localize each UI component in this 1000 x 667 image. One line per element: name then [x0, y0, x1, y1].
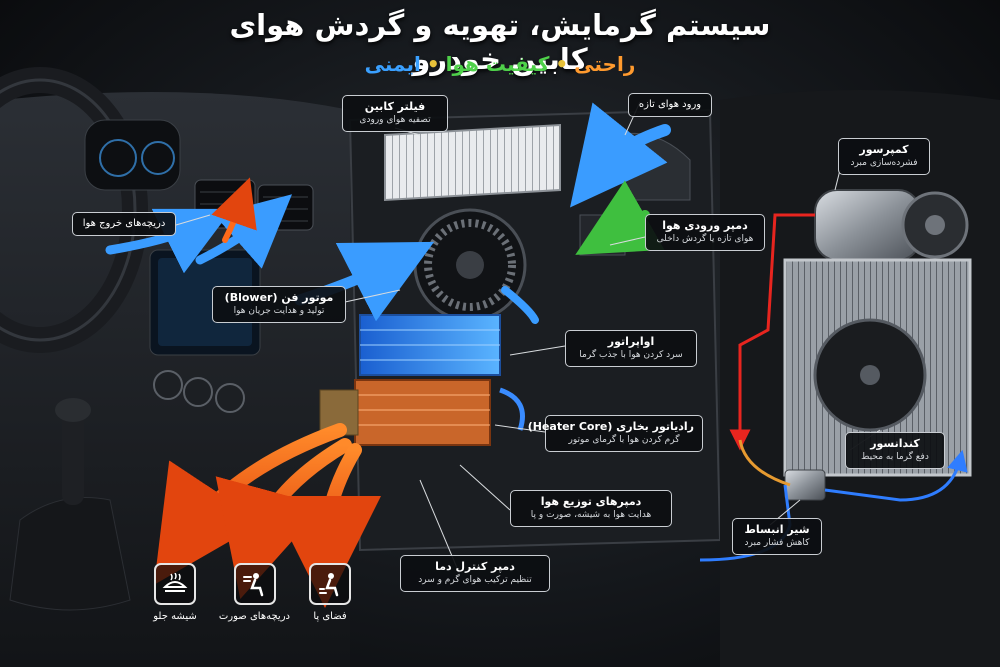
hot-arrow-feet: [269, 443, 382, 608]
subtitle-safety: ایمنی: [364, 52, 421, 76]
windshield-defrost-icon: [154, 563, 196, 605]
evaporator-core: [359, 314, 501, 376]
label-fresh-air: ورود هوای تازه: [628, 93, 712, 117]
label-blower-title: موتور فن (Blower): [224, 291, 334, 304]
instrument-cluster: [84, 119, 181, 191]
label-condenser-sub: دفع گرما به محیط: [861, 452, 929, 462]
refrigerant-hot-line: [729, 213, 815, 451]
label-vents-title: دریچه‌های خروج هوا: [82, 218, 166, 229]
label-distribution-dampers: دمپرهای توزیع هوا هدایت هوا به شیشه، صور…: [510, 490, 672, 527]
blower-fan: [413, 208, 527, 322]
outlet-windshield-label: شیشه جلو: [153, 611, 197, 622]
label-cabin-filter-title: فیلتر کابین: [364, 100, 426, 113]
label-intake-damper-sub: هوای تازه یا گردش داخلی: [656, 234, 754, 244]
label-expansion-valve-sub: کاهش فشار مبرد: [744, 538, 810, 548]
label-cabin-filter-sub: تصفیه هوای ورودی: [359, 115, 431, 125]
label-intake-damper-title: دمپر ورودی هوا: [662, 219, 748, 232]
vent-arrow-mid: [195, 194, 293, 269]
fresh-air-arrow: [569, 102, 671, 208]
face-vent-icon: [234, 563, 276, 605]
label-blower: موتور فن (Blower) تولید و هدایت جریان هو…: [212, 286, 346, 323]
label-condenser-title: کندانسور: [870, 437, 920, 450]
vent-arrow-left: [105, 208, 233, 274]
label-blower-sub: تولید و هدایت جریان هوا: [233, 306, 325, 316]
refrigerant-cold-line: [824, 449, 968, 502]
label-compressor: کمپرسور فشرده‌سازی مبرد: [838, 138, 930, 175]
feet-vent-icon: [309, 563, 351, 605]
label-temp-damper-sub: تنظیم ترکیب هوای گرم و سرد: [418, 575, 532, 585]
label-vents: دریچه‌های خروج هوا: [72, 212, 176, 236]
page-title: سیستم گرمایش، تهویه و گردش هوای کابین خو…: [229, 8, 771, 76]
evaporator-pipe: [499, 387, 525, 431]
label-intake-damper: دمپر ورودی هوا هوای تازه یا گردش داخلی: [645, 214, 765, 251]
label-fresh-air-title: ورود هوای تازه: [638, 99, 702, 110]
subtitle-separator: •: [426, 52, 440, 76]
subtitle-comfort: راحتی: [574, 52, 636, 76]
vent-arrow-hot: [211, 177, 257, 243]
label-heater-core-title: رادیاتور بخاری (Heater Core): [527, 420, 694, 433]
hot-arrow-face: [215, 438, 352, 600]
label-expansion-valve-title: شیر انبساط: [744, 523, 810, 536]
evaporator-arrow: [501, 286, 539, 324]
heater-core: [319, 379, 491, 446]
page-subtitle: راحتی•کیفیت هوا•ایمنی: [300, 52, 700, 76]
label-distribution-dampers-title: دمپرهای توزیع هوا: [540, 495, 642, 508]
label-temp-damper: دمپر کنترل دما تنظیم ترکیب هوای گرم و سر…: [400, 555, 550, 592]
expansion-valve: [784, 469, 826, 501]
label-expansion-valve: شیر انبساط کاهش فشار مبرد: [732, 518, 822, 555]
label-compressor-title: کمپرسور: [859, 143, 909, 156]
steering-wheel: [0, 67, 148, 353]
compressor: [814, 189, 969, 261]
outlet-face: دریچه‌های صورت: [218, 563, 290, 622]
climate-knobs: [153, 370, 245, 413]
label-compressor-sub: فشرده‌سازی مبرد: [850, 158, 918, 168]
subtitle-air-quality: کیفیت هوا: [445, 52, 550, 76]
label-condenser: کندانسور دفع گرما به محیط: [845, 432, 945, 469]
label-evaporator: اواپراتور سرد کردن هوا با جذب گرما: [565, 330, 697, 367]
gear-shifter: [9, 398, 131, 611]
outlet-windshield: شیشه جلو: [140, 563, 210, 622]
outlet-face-label: دریچه‌های صورت: [218, 611, 290, 622]
label-distribution-dampers-sub: هدایت هوا به شیشه، صورت و پا: [530, 510, 652, 520]
label-heater-core: رادیاتور بخاری (Heater Core) گرم کردن هو…: [527, 415, 703, 452]
recirculation-arrow: [575, 180, 665, 255]
outlet-feet: فضای پا: [295, 563, 365, 622]
subtitle-separator: •: [555, 52, 569, 76]
label-evaporator-sub: سرد کردن هوا با جذب گرما: [579, 350, 683, 360]
label-evaporator-title: اواپراتور: [607, 335, 655, 348]
outlet-feet-label: فضای پا: [313, 611, 347, 622]
label-cabin-filter: فیلتر کابین تصفیه هوای ورودی: [342, 95, 448, 132]
label-temp-damper-title: دمپر کنترل دما: [435, 560, 515, 573]
cabin-filter: [384, 123, 561, 202]
refrigerant-mid-line: [738, 439, 791, 487]
label-heater-core-sub: گرم کردن هوا با گرمای موتور: [568, 435, 680, 445]
